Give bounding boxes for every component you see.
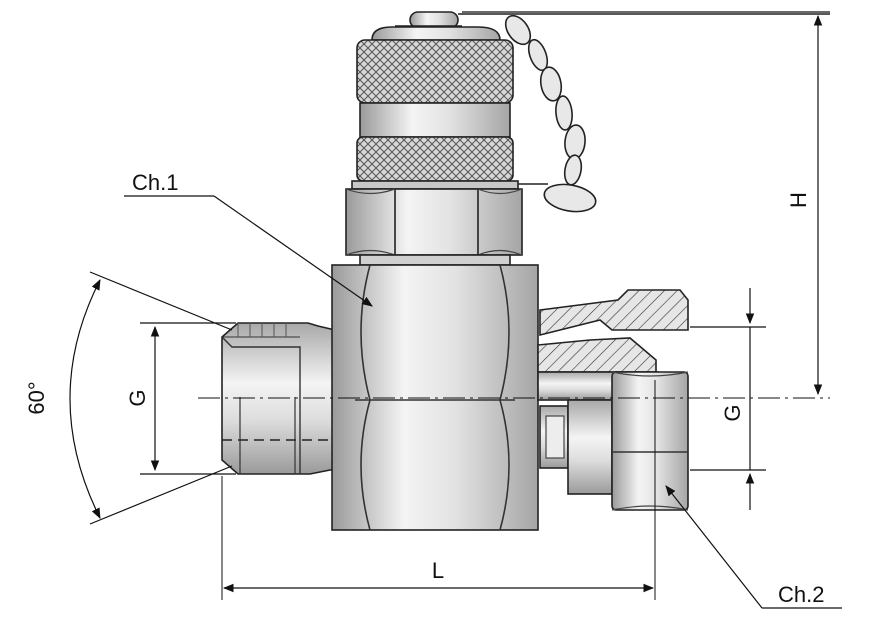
callout-chamfer-2: Ch.2 — [665, 485, 842, 609]
cap-dome — [371, 26, 501, 41]
cap-knurl-upper — [356, 39, 514, 104]
thread-right-label: G — [720, 404, 745, 421]
angle-arc — [69, 279, 101, 519]
angle-leg-lower — [89, 465, 233, 525]
swivel-nut-hex — [611, 371, 689, 511]
hex-nut-collar — [359, 254, 511, 266]
callout-chamfer-1: Ch.1 — [124, 170, 373, 307]
swivel-groove-inner — [545, 415, 565, 459]
cap-knurl-lower — [356, 136, 514, 182]
right-swivel-nut — [537, 289, 689, 511]
angle-label: 60° — [24, 381, 49, 414]
retaining-chain — [458, 13, 830, 213]
hex-nut-flats — [394, 189, 479, 255]
chamfer-2-leader — [665, 485, 763, 609]
angle-leg-upper — [89, 271, 233, 331]
swivel-nut-chamfer — [611, 371, 689, 511]
dimension-height: H — [462, 11, 830, 396]
chamfer-2-label: Ch.2 — [778, 582, 824, 607]
stud-thread-crests — [237, 323, 287, 337]
cap-ring — [351, 180, 519, 190]
dimension-thread-right: G — [690, 288, 766, 510]
swivel-neck — [567, 399, 613, 495]
swivel-cone-section — [537, 337, 657, 373]
dust-cap — [351, 11, 519, 190]
chain-link — [543, 183, 597, 213]
chamfer-1-leader — [213, 195, 373, 307]
top-hex-nut — [345, 188, 523, 266]
stud-thread-edge — [221, 336, 301, 474]
chain-link — [555, 95, 573, 131]
height-label: H — [786, 192, 811, 208]
chain-link — [504, 14, 532, 46]
chain-link — [539, 66, 563, 102]
hex-nut-body — [345, 188, 523, 256]
dimension-thread-left: G — [125, 322, 236, 475]
chain-link — [563, 154, 583, 186]
cap-smooth-band — [359, 102, 511, 138]
chamfer-1-label: Ch.1 — [132, 170, 178, 195]
hex-nut-chamfers — [345, 188, 523, 256]
swivel-nut-section-upper — [539, 289, 689, 337]
length-label: L — [432, 558, 444, 583]
dimension-angle: 60° — [24, 271, 233, 525]
dimension-length: L — [222, 558, 655, 593]
thread-left-label: G — [125, 389, 150, 406]
